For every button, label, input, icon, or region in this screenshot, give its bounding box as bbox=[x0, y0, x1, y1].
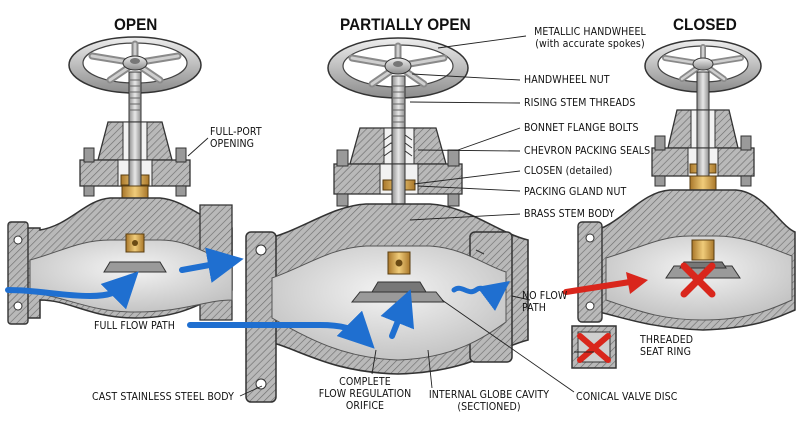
label-packing-gland-nut: PACKING GLAND NUT bbox=[524, 186, 627, 198]
label-complete-orifice: COMPLETE FLOW REGULATION ORIFICE bbox=[310, 376, 420, 412]
label-full-flow-path: FULL FLOW PATH bbox=[94, 320, 175, 332]
leader-lines bbox=[187, 35, 594, 397]
closed-x-icon bbox=[680, 262, 716, 298]
label-full-port-line1: FULL-PORT bbox=[210, 126, 262, 138]
partial-handwheel bbox=[327, 37, 469, 99]
label-metallic-handwheel: METALLIC HANDWHEEL (with accurate spokes… bbox=[520, 26, 660, 50]
valve-partial bbox=[187, 37, 529, 403]
label-threaded-seat-line1: THREADED bbox=[640, 334, 694, 346]
valve-open bbox=[5, 36, 244, 325]
threaded-seat-ring-inset bbox=[571, 325, 617, 369]
open-handwheel bbox=[68, 36, 202, 94]
label-metallic-handwheel-line1: METALLIC HANDWHEEL bbox=[534, 26, 646, 38]
label-rising-stem-threads: RISING STEM THREADS bbox=[524, 97, 636, 109]
label-metallic-handwheel-line2: (with accurate spokes) bbox=[535, 38, 645, 50]
label-brass-stem-body: BRASS STEM BODY bbox=[524, 208, 615, 220]
label-no-flow-path: NO FLOW PATH bbox=[522, 290, 567, 314]
label-threaded-seat-ring: THREADED SEAT RING bbox=[640, 334, 693, 358]
valve-closed bbox=[563, 39, 796, 331]
label-chevron-packing-seals: CHEVRON PACKING SEALS bbox=[524, 145, 651, 157]
label-threaded-seat-line2: SEAT RING bbox=[640, 346, 692, 358]
label-internal-line2: (SECTIONED) bbox=[457, 401, 521, 413]
label-closen: CLOSEN (detailed) bbox=[524, 165, 613, 177]
closed-handwheel bbox=[644, 39, 762, 93]
no-flow-arrow bbox=[563, 272, 648, 295]
label-complete-line2: FLOW REGULATION bbox=[318, 388, 412, 400]
label-internal-globe-cavity: INTERNAL GLOBE CAVITY (SECTIONED) bbox=[424, 389, 554, 413]
label-full-port-line2: OPENING bbox=[210, 138, 255, 150]
title-open: OPEN bbox=[114, 15, 158, 34]
title-partially-open: PARTIALLY OPEN bbox=[340, 15, 471, 34]
label-handwheel-nut: HANDWHEEL NUT bbox=[524, 74, 610, 86]
label-cast-stainless-body: CAST STAINLESS STEEL BODY bbox=[92, 391, 234, 403]
label-complete-line1: COMPLETE bbox=[339, 376, 391, 388]
label-conical-valve-disc: CONICAL VALVE DISC bbox=[576, 391, 678, 403]
label-no-flow-line2: PATH bbox=[522, 302, 546, 314]
title-closed: CLOSED bbox=[673, 15, 737, 34]
label-internal-line1: INTERNAL GLOBE CAVITY bbox=[428, 389, 550, 401]
label-full-port-opening: FULL-PORT OPENING bbox=[210, 126, 262, 150]
label-no-flow-line1: NO FLOW bbox=[522, 290, 568, 302]
label-bonnet-flange-bolts: BONNET FLANGE BOLTS bbox=[524, 122, 639, 134]
label-complete-line3: ORIFICE bbox=[345, 400, 385, 412]
